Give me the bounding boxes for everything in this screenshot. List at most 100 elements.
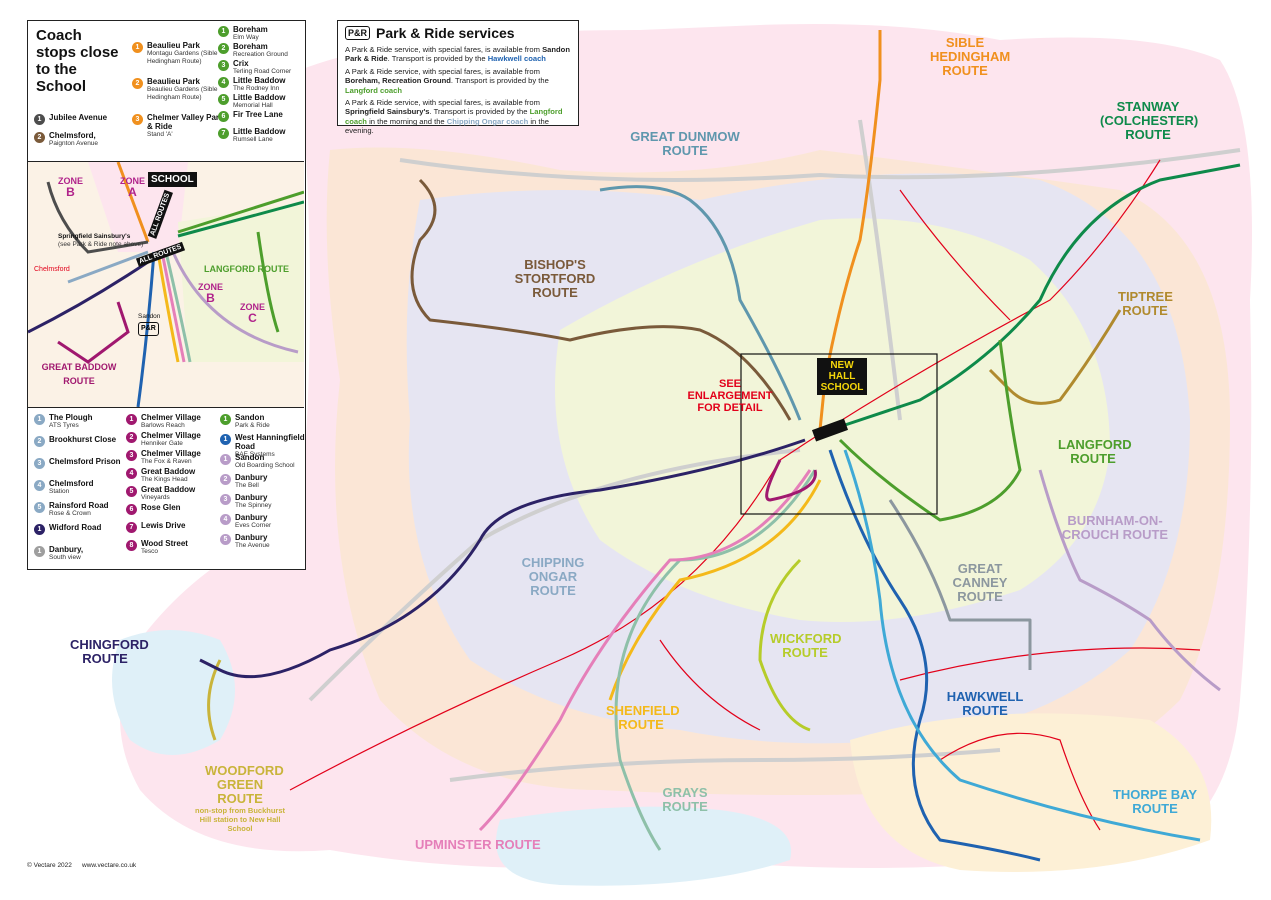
route-ongar-label: CHIPPING ONGAR ROUTE (521, 555, 585, 598)
key-item-name: Brookhurst Close (49, 435, 117, 444)
key-item-sub: Vineyards (141, 494, 170, 501)
key-item-sub: Elm Way (233, 34, 259, 41)
key-item-sub: Barlows Reach (141, 422, 185, 429)
key-item-text: Widford Road (49, 523, 127, 532)
key-item-number: 1 (34, 414, 45, 425)
route-chingford-label: CHINGFORD ROUTE (70, 637, 149, 666)
key-item-number: 1 (132, 42, 143, 53)
key-item-sub: Tesco (141, 548, 158, 555)
see-enlargement-label: SEE ENLARGEMENT FOR DETAIL (687, 378, 773, 414)
key-item-sub: The Kings Head (141, 476, 188, 483)
park-ride-note-1: A Park & Ride service, with special fare… (345, 45, 570, 64)
footer-web[interactable]: www.vectare.co.uk (82, 862, 137, 869)
key-item-sub: The Fox & Raven (141, 458, 192, 465)
key-item-number: 3 (34, 458, 45, 469)
key-item-number: 5 (34, 502, 45, 513)
baddow-line (765, 459, 817, 502)
key-item-number: 1 (220, 434, 231, 445)
key-item-sub: ATS Tyres (49, 422, 79, 429)
key-item-name: Boreham (233, 25, 268, 34)
roads (308, 119, 1241, 782)
route-langford-label: LANGFORD ROUTE (1058, 437, 1132, 466)
key-item-name: Chelmer Village (141, 449, 201, 458)
grays-line (614, 469, 817, 851)
inset-pr-badge: P&R (138, 322, 159, 336)
key-item-name: Chelmer Village (141, 431, 201, 440)
key-item-number: 7 (218, 128, 229, 139)
key-item-name: Fir Tree Lane (233, 110, 283, 119)
tiptree-line (988, 309, 1122, 405)
canney-line (888, 499, 1032, 670)
route-hawkwell-label: HAWKWELL ROUTE (946, 689, 1024, 718)
key-item-number: 1 (126, 414, 137, 425)
enlargement-box (740, 353, 938, 515)
key-item-number: 7 (126, 522, 137, 533)
zone-c-area (555, 218, 1110, 623)
key-item-name: Great Baddow (141, 467, 196, 476)
key-item-name: Danbury (235, 473, 268, 482)
key-item-number: 2 (218, 43, 229, 54)
key-item-name: The Plough (49, 413, 93, 422)
route-upminster-label: UPMINSTER ROUTE (415, 837, 541, 852)
key-item-sub: Recreation Ground (233, 51, 288, 58)
key-item-number: 2 (132, 78, 143, 89)
new-hall-school-label: NEW HALL SCHOOL (817, 358, 867, 395)
dunmow-line (599, 185, 802, 421)
key-item-number: 1 (34, 114, 45, 125)
key-item-sub: Rumsell Lane (233, 136, 273, 143)
footer-copyright: © Vectare 2022 (27, 862, 72, 869)
key-item-name: Chelmer Village (141, 413, 201, 422)
key-item-number: 5 (220, 534, 231, 545)
key-item-name: Beaulieu Park (147, 41, 200, 50)
key-item-sub: The Avenue (235, 542, 270, 549)
key-item-sub: The Rodney Inn (233, 85, 280, 92)
key-item-number: 2 (34, 132, 45, 143)
upminster-line (478, 469, 812, 832)
key-item-sub: Terling Road Corner (233, 68, 292, 75)
key-item-name: Wood Street (141, 539, 188, 548)
key-item-name: Crix (233, 59, 249, 68)
key-title: Coach stops close to the School (36, 27, 119, 95)
key-item-name: Chelmer Valley Park & Ride (147, 113, 224, 131)
inset-springfield: Springfield Sainsbury's(see Park & Ride … (58, 233, 144, 248)
key-item-number: 6 (126, 504, 137, 515)
wickford-line (758, 558, 811, 732)
key-item-number: 3 (218, 60, 229, 71)
sible-line (818, 30, 882, 431)
key-item-number: 1 (34, 546, 45, 557)
park-ride-title: Park & Ride services (376, 25, 515, 41)
route-stanway-label: STANWAY (COLCHESTER) ROUTE (1100, 99, 1199, 142)
